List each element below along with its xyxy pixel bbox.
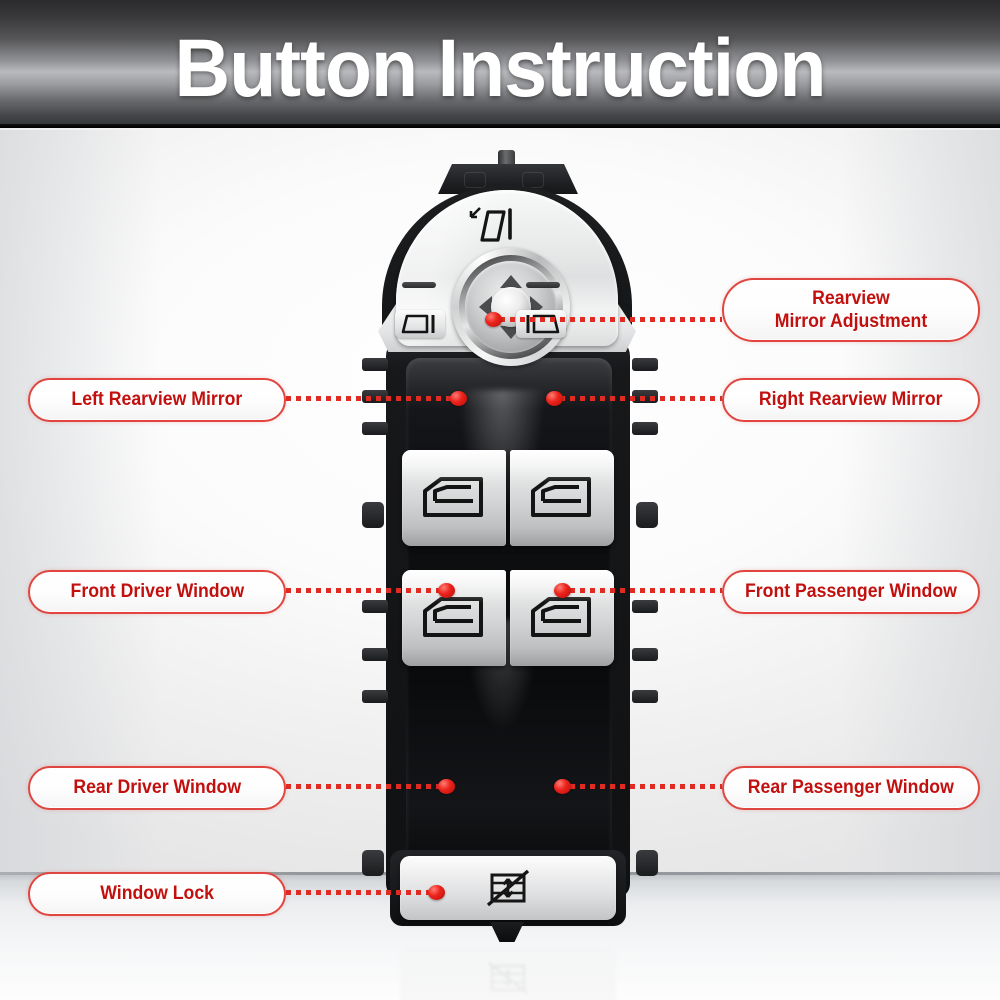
mounting-clip — [636, 502, 658, 528]
mounting-clip — [362, 358, 388, 371]
mirror-select-left-icon — [401, 314, 435, 334]
callout-label: Window Lock — [100, 883, 214, 904]
rear-driver-window-button[interactable] — [402, 570, 506, 666]
connector-rearview-mirror-adjustment — [500, 317, 722, 322]
front-driver-window-button[interactable] — [402, 450, 506, 546]
anchor-dot-right-rearview-mirror — [546, 391, 563, 406]
rocker-pad[interactable] — [465, 261, 557, 353]
connector-left-rearview-mirror — [286, 396, 456, 401]
background-vignette-left — [0, 130, 160, 875]
product-photo — [340, 150, 680, 1000]
mounting-clip — [632, 690, 658, 703]
anchor-dot-window-lock — [428, 885, 445, 900]
header-banner: Button Instruction — [0, 0, 1000, 128]
window-glass-icon — [531, 477, 591, 517]
window-glass-icon — [531, 597, 591, 637]
rearview-mirror-adjust-rocker[interactable] — [452, 248, 570, 366]
mounting-clip — [632, 648, 658, 661]
connector-front-passenger-window — [570, 588, 722, 593]
mirror-select-right-icon — [526, 314, 560, 334]
callout-left-rearview-mirror[interactable]: Left Rearview Mirror — [28, 378, 286, 422]
housing-foot — [490, 922, 524, 942]
connector-rear-passenger-window — [570, 784, 722, 789]
mounting-clip — [636, 850, 658, 876]
window-glass-icon — [423, 477, 483, 517]
callout-label: Right Rearview Mirror — [759, 389, 943, 410]
window-glass-icon — [423, 597, 483, 637]
front-passenger-window-button[interactable] — [510, 450, 614, 546]
mounting-clip — [362, 850, 384, 876]
callout-window-lock[interactable]: Window Lock — [28, 872, 286, 916]
rocker-arrow-up-icon[interactable] — [500, 275, 522, 288]
connector-post — [498, 150, 515, 166]
connector-front-driver-window — [286, 588, 446, 593]
callout-label: Rear Driver Window — [73, 777, 241, 798]
mounting-clip — [632, 358, 658, 371]
window-lock-crossed-icon — [486, 869, 530, 907]
anchor-dot-front-driver-window — [438, 583, 455, 598]
anchor-dot-rear-driver-window — [438, 779, 455, 794]
mounting-clip — [362, 502, 384, 528]
connector-rear-driver-window — [286, 784, 446, 789]
mounting-clip — [362, 690, 388, 703]
anchor-dot-left-rearview-mirror — [450, 391, 467, 406]
mounting-clip — [632, 600, 658, 613]
callout-rear-driver-window[interactable]: Rear Driver Window — [28, 766, 286, 810]
anchor-dot-rearview-mirror-adjustment — [485, 312, 502, 327]
product-reflection — [386, 940, 636, 1000]
background-vignette-right — [840, 130, 1000, 875]
mirror-select-slot-right — [526, 282, 560, 288]
left-rearview-mirror-button[interactable] — [395, 310, 445, 338]
mounting-clip — [362, 600, 388, 613]
anchor-dot-front-passenger-window — [554, 583, 571, 598]
callout-label: Rear Passenger Window — [747, 777, 955, 798]
callout-front-driver-window[interactable]: Front Driver Window — [28, 570, 286, 614]
mirror-select-slot-left — [402, 282, 436, 288]
callout-right-rearview-mirror[interactable]: Right Rearview Mirror — [722, 378, 980, 422]
mounting-clip — [632, 422, 658, 435]
rocker-bezel — [459, 255, 563, 359]
mirror-fold-icon — [469, 207, 512, 242]
right-rearview-mirror-button[interactable] — [516, 310, 566, 338]
callout-label: Front Passenger Window — [745, 581, 957, 602]
callout-rear-passenger-window[interactable]: Rear Passenger Window — [722, 766, 980, 810]
callout-label: Left Rearview Mirror — [71, 389, 243, 410]
callout-front-passenger-window[interactable]: Front Passenger Window — [722, 570, 980, 614]
mounting-clip — [362, 648, 388, 661]
mounting-clip — [362, 422, 388, 435]
window-lock-crossed-icon-reflection — [488, 961, 528, 995]
connector-right-rearview-mirror — [560, 396, 722, 401]
connector-window-lock — [286, 890, 436, 895]
page-title: Button Instruction — [174, 23, 826, 114]
callout-label: Front Driver Window — [70, 581, 244, 602]
anchor-dot-rear-passenger-window — [554, 779, 571, 794]
